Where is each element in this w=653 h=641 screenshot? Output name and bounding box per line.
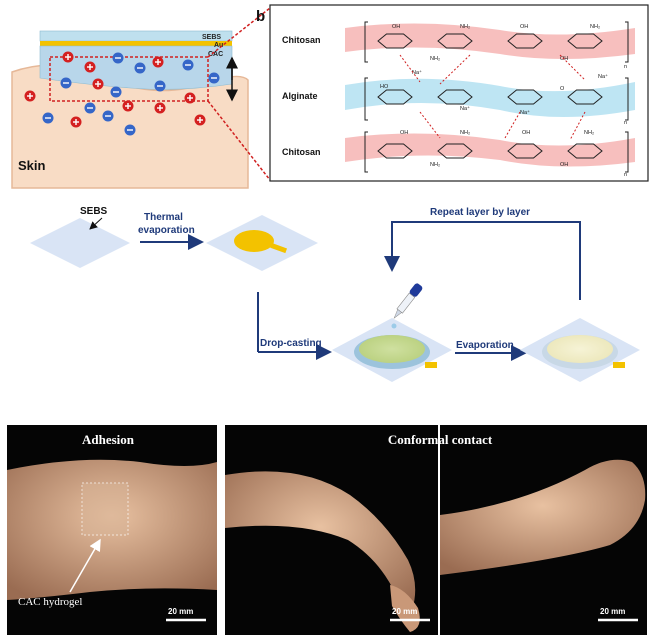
anion-icon: [208, 72, 220, 84]
wrist-fist: [440, 459, 646, 575]
scale-bar-2: 20 mm: [392, 607, 417, 616]
cation-icon: [92, 78, 104, 90]
sugar-ring: [507, 33, 543, 49]
panel-a: SEBS Au CAC Skin: [11, 7, 271, 189]
dropper-icon: [393, 283, 423, 319]
chem-label: OH: [520, 24, 528, 30]
panel-b-letter: b: [256, 8, 265, 25]
label-sebs-substrate: SEBS: [80, 206, 108, 217]
chem-label: n: [624, 120, 627, 126]
layer-au: [40, 41, 232, 46]
anion-icon: [42, 112, 54, 124]
chem-label: Na⁺: [412, 69, 422, 76]
gold-electrode: [234, 230, 274, 252]
chem-label: OH: [522, 130, 530, 136]
chem-label: NH₂: [460, 24, 470, 30]
chitosan-band-bottom: [345, 133, 635, 167]
label-drop-casting: Drop-casting: [260, 338, 322, 349]
chem-label: OH: [392, 24, 400, 30]
scale-bar-3: 20 mm: [600, 607, 625, 616]
sugar-ring: [507, 89, 543, 105]
cation-icon: [24, 90, 36, 102]
sugar-ring: [377, 33, 413, 49]
anion-icon: [112, 52, 124, 64]
cation-icon: [70, 116, 82, 128]
chitosan-band-top: [345, 23, 635, 60]
chem-label: NH₂: [590, 24, 600, 30]
chem-label: NH₂: [460, 130, 470, 136]
chem-label: Na⁺: [460, 105, 470, 112]
sugar-ring: [437, 89, 473, 105]
chem-label: HO: [380, 84, 389, 90]
sugar-ring: [377, 89, 413, 105]
chem-label: n: [624, 64, 627, 70]
arrow-repeat: [384, 221, 581, 300]
cation-icon: [152, 56, 164, 68]
substrate-sebs: [30, 218, 130, 268]
chem-label: OH: [560, 162, 568, 168]
chem-label: Na⁺: [598, 73, 608, 80]
wrist-bent: [225, 471, 416, 611]
sugar-ring: [377, 143, 413, 159]
chem-label: NH₂: [430, 56, 440, 62]
label-au: Au: [214, 42, 223, 49]
photo-conformal: Conformal contact 20 mm 20 mm: [225, 425, 647, 635]
label-chitosan-top: Chitosan: [282, 35, 321, 45]
anion-icon: [84, 102, 96, 114]
anion-icon: [60, 77, 72, 89]
cation-icon: [154, 102, 166, 114]
cation-icon: [84, 61, 96, 73]
label-thermal: Thermal: [144, 212, 183, 223]
scale-bar-1: 20 mm: [168, 607, 193, 616]
anion-icon: [110, 86, 122, 98]
cation-icon: [122, 100, 134, 112]
label-skin: Skin: [18, 158, 46, 173]
sugar-ring: [567, 33, 603, 49]
title-conformal: Conformal contact: [388, 432, 493, 447]
title-adhesion: Adhesion: [82, 432, 135, 447]
label-chitosan-bottom: Chitosan: [282, 147, 321, 157]
photo-adhesion: Adhesion CAC hydrogel 20 mm: [7, 425, 217, 635]
anion-icon: [182, 59, 194, 71]
sugar-ring: [507, 143, 543, 159]
hydrogel-patch: [81, 482, 129, 536]
anion-icon: [124, 124, 136, 136]
anion-icon: [154, 80, 166, 92]
label-evaporation1: evaporation: [138, 225, 195, 236]
cation-icon: [194, 114, 206, 126]
process-flow: SEBS Thermal evaporation Drop-casting Ev…: [30, 206, 640, 382]
chem-label: NH₂: [584, 130, 594, 136]
chem-label: NH₂: [430, 162, 440, 168]
chem-label: O: [560, 86, 565, 92]
label-sebs: SEBS: [202, 34, 221, 41]
alginate-band: [345, 78, 635, 117]
chem-label: n: [624, 172, 627, 178]
anion-icon: [134, 62, 146, 74]
label-repeat: Repeat layer by layer: [430, 207, 530, 218]
label-cac-hydrogel: CAC hydrogel: [18, 596, 82, 608]
sugar-ring: [567, 89, 603, 105]
sugar-ring: [437, 33, 473, 49]
label-alginate: Alginate: [282, 91, 318, 101]
hydrogel-pointer: [69, 538, 101, 593]
sugar-ring: [437, 143, 473, 159]
chem-label: OH: [400, 130, 408, 136]
label-evaporation2: Evaporation: [456, 340, 514, 351]
cation-icon: [184, 92, 196, 104]
chem-label: Na⁺: [520, 109, 530, 116]
cation-icon: [62, 51, 74, 63]
sugar-ring: [567, 143, 603, 159]
panel-b: b Chitosan Alginate Chitosan OH NH₂ OH NH₂ N…: [256, 4, 649, 182]
anion-icon: [102, 110, 114, 122]
label-cac: CAC: [208, 51, 223, 58]
